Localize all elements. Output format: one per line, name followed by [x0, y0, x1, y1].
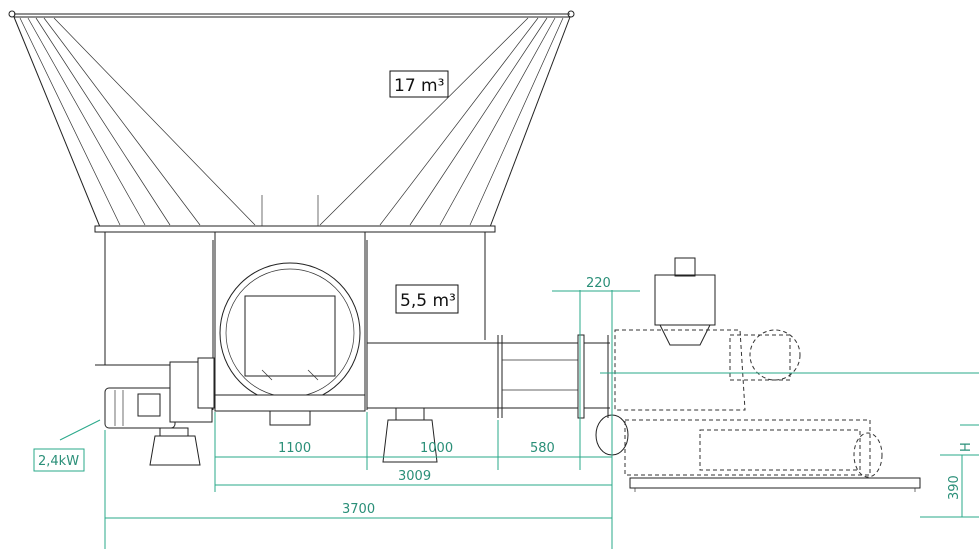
hopper-volume-box — [389, 70, 449, 98]
dimension-lines — [59, 290, 979, 549]
support-feet — [149, 407, 438, 466]
dim-1000: 1000 — [420, 441, 453, 456]
auger-tube — [367, 334, 610, 419]
tank-body — [95, 231, 486, 412]
dim-220: 220 — [586, 276, 611, 291]
dim-1100: 1100 — [278, 441, 311, 456]
drive-motor — [104, 357, 215, 429]
motor-power-label: 2,4kW — [38, 454, 79, 469]
dim-390: 390 — [947, 475, 962, 500]
tank-volume-box — [395, 284, 459, 314]
dim-3700: 3700 — [342, 502, 375, 517]
motor-power-box — [33, 448, 85, 472]
hopper-volume-label: 17 m³ — [394, 76, 444, 96]
dim-580: 580 — [530, 441, 555, 456]
hopper — [8, 10, 575, 233]
pump-unit — [595, 257, 921, 492]
dim-3009: 3009 — [398, 469, 431, 484]
dim-H: H — [959, 442, 974, 452]
tank-volume-label: 5,5 m³ — [400, 291, 456, 311]
